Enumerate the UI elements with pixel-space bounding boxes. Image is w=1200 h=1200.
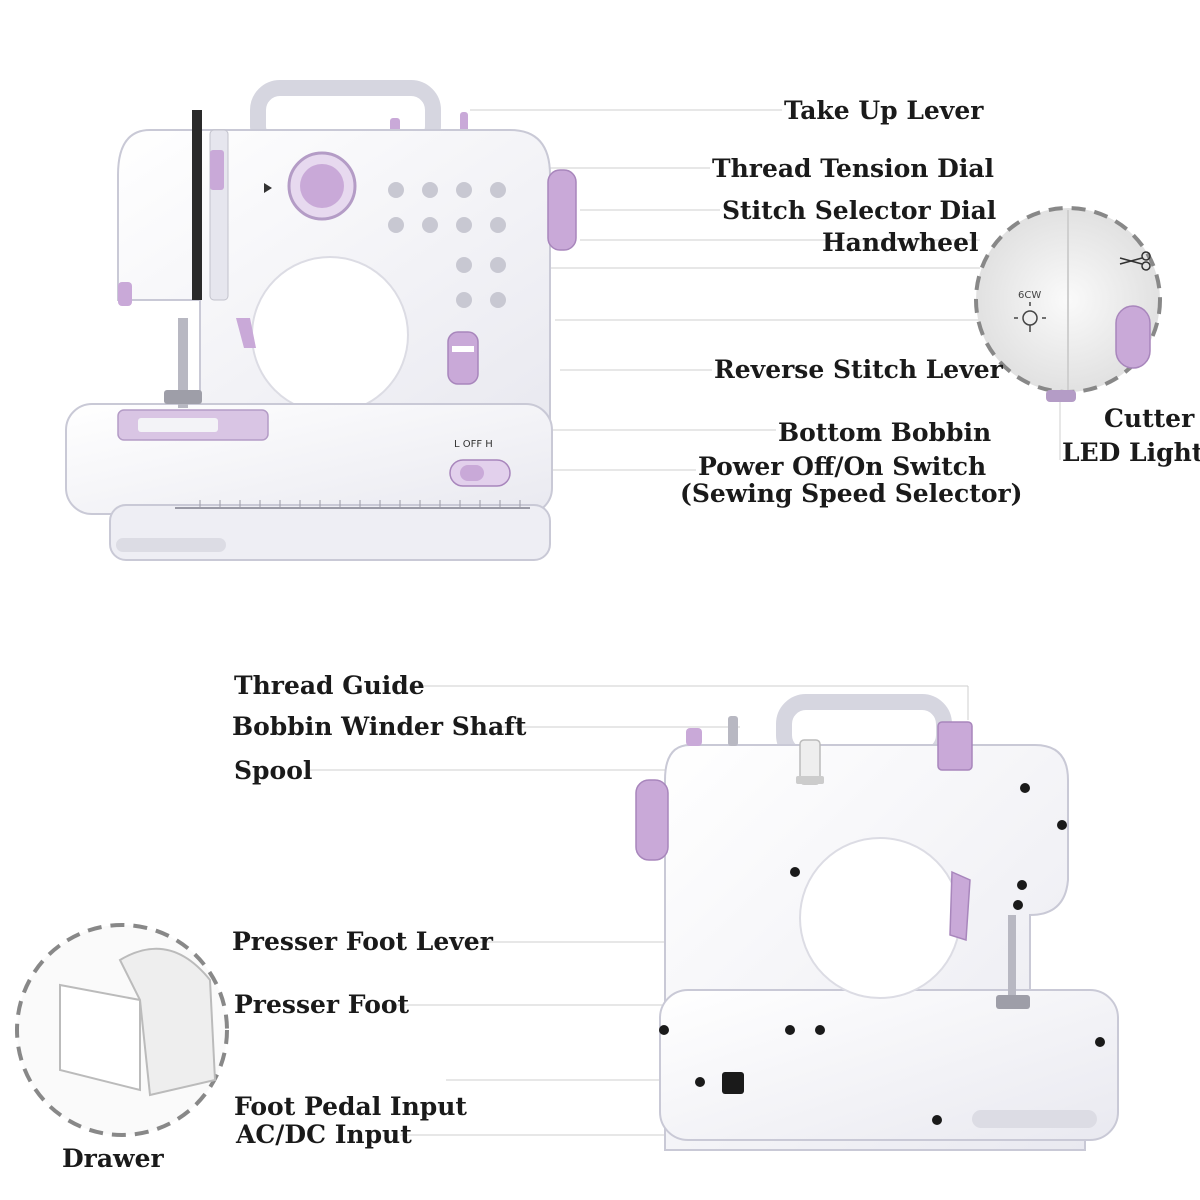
label-speed-selector: (Sewing Speed Selector) — [680, 481, 1023, 506]
switch-marking: L OFF H — [454, 439, 493, 450]
thread-guide — [938, 722, 972, 770]
back-base-grip — [972, 1110, 1097, 1128]
bobbin-winder-pin — [728, 716, 738, 746]
label-presser-foot: Presser Foot — [234, 992, 409, 1017]
label-spool: Spool — [234, 758, 312, 783]
cutter-blade — [1046, 390, 1076, 402]
label-thread-guide: Thread Guide — [234, 673, 425, 698]
label-take-up-lever: Take Up Lever — [784, 98, 983, 123]
label-drawer: Drawer — [62, 1146, 164, 1171]
power-switch-slider — [460, 465, 484, 481]
handwheel — [548, 170, 576, 250]
throat-opening — [252, 257, 408, 413]
bobbin-cover — [138, 418, 218, 432]
back-sewing-machine — [636, 702, 1118, 1150]
take-up-lever — [192, 110, 202, 300]
label-bottom-bobbin: Bottom Bobbin — [778, 420, 991, 445]
side-knob — [118, 282, 132, 306]
led-cutter-inset: 6CW — [976, 208, 1160, 402]
base-grip — [116, 538, 226, 552]
back-presser-foot-lever — [950, 872, 970, 940]
back-needle-bar — [1008, 915, 1016, 995]
spool-base — [796, 776, 824, 784]
label-handwheel: Handwheel — [822, 230, 978, 255]
label-thread-tension-dial: Thread Tension Dial — [712, 156, 994, 181]
label-led-light: LED Light — [1062, 440, 1200, 465]
tension-dial-center — [300, 164, 344, 208]
label-stitch-selector-dial: Stitch Selector Dial — [722, 198, 996, 223]
foot-pedal-input-port — [695, 1077, 705, 1087]
tension-disc — [210, 150, 224, 190]
back-throat-opening — [800, 838, 960, 998]
front-sewing-machine: L OFF H — [66, 88, 576, 560]
label-foot-pedal-input: Foot Pedal Input — [234, 1094, 467, 1119]
led-switch — [1116, 306, 1150, 368]
label-bobbin-winder-shaft: Bobbin Winder Shaft — [232, 714, 526, 739]
led-marking: 6CW — [1018, 290, 1041, 301]
bobbin-winder-shaft — [686, 728, 702, 746]
label-power-switch: Power Off/On Switch — [698, 454, 986, 479]
drawer-inset — [17, 925, 227, 1135]
back-handwheel — [636, 780, 668, 860]
label-reverse-stitch-lever: Reverse Stitch Lever — [714, 357, 1003, 382]
presser-foot-front — [164, 390, 202, 404]
reverse-lever-grip — [452, 346, 474, 352]
reverse-stitch-lever — [448, 332, 478, 384]
ac-dc-input-port — [722, 1072, 744, 1094]
label-cutter: Cutter — [1104, 406, 1194, 431]
back-presser-foot — [996, 995, 1030, 1009]
label-ac-dc-input: AC/DC Input — [236, 1122, 412, 1147]
label-presser-foot-lever: Presser Foot Lever — [232, 929, 493, 954]
